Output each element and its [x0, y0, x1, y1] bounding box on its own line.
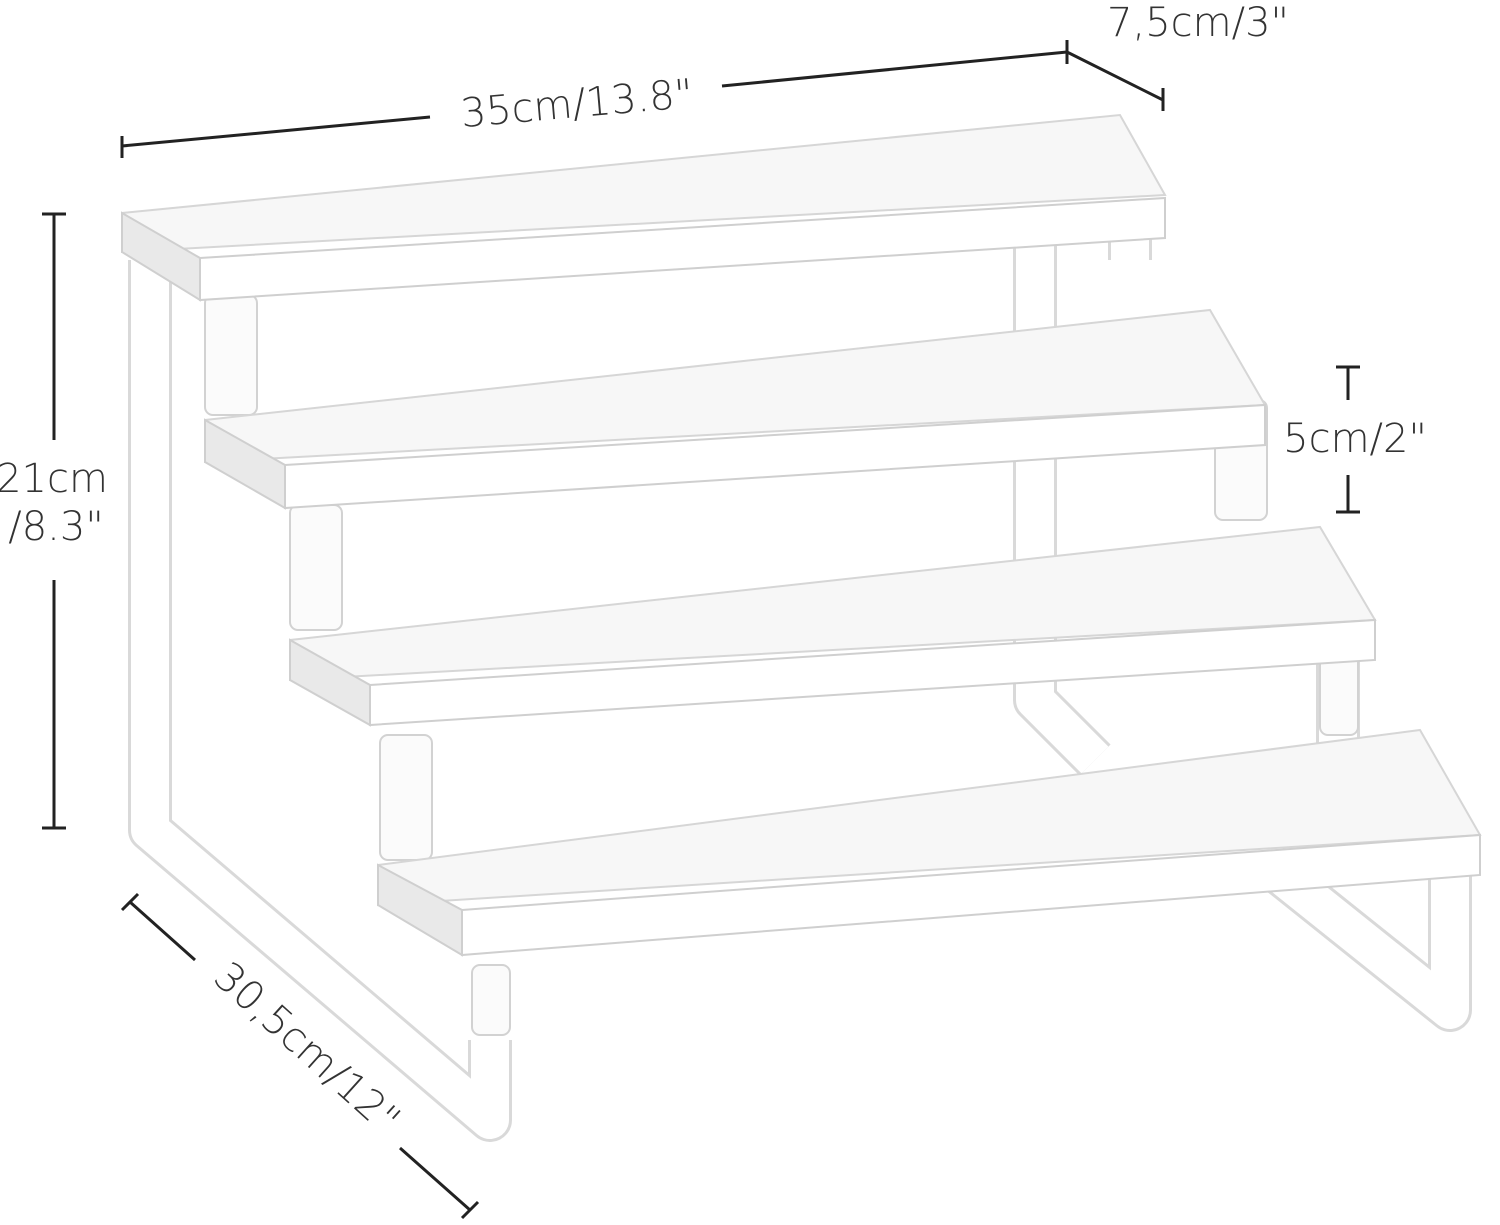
step-depth-dimension: 7,5cm/3": [1066, 0, 1289, 111]
riser-3: [379, 734, 433, 861]
riser-1: [204, 294, 258, 416]
height-dimension: 21cm /8.3": [0, 212, 108, 830]
shelf-tier-1: [121, 113, 1167, 302]
shelf-tier-2: [204, 308, 1267, 510]
step-depth-label: 7,5cm/3": [1107, 0, 1289, 46]
riser-6: [471, 964, 511, 1036]
step-height-dimension: 5cm/2": [1283, 365, 1427, 514]
height-label-line-2: /8.3": [8, 504, 104, 550]
left-side-frame: [128, 260, 512, 1142]
shelf-tier-4: [377, 728, 1482, 957]
riser-2: [289, 504, 343, 631]
shelf-tier-3: [289, 525, 1377, 727]
height-label-line-1: 21cm: [0, 456, 108, 502]
width-label: 35cm/13.8": [459, 71, 695, 137]
step-height-label: 5cm/2": [1283, 416, 1427, 462]
